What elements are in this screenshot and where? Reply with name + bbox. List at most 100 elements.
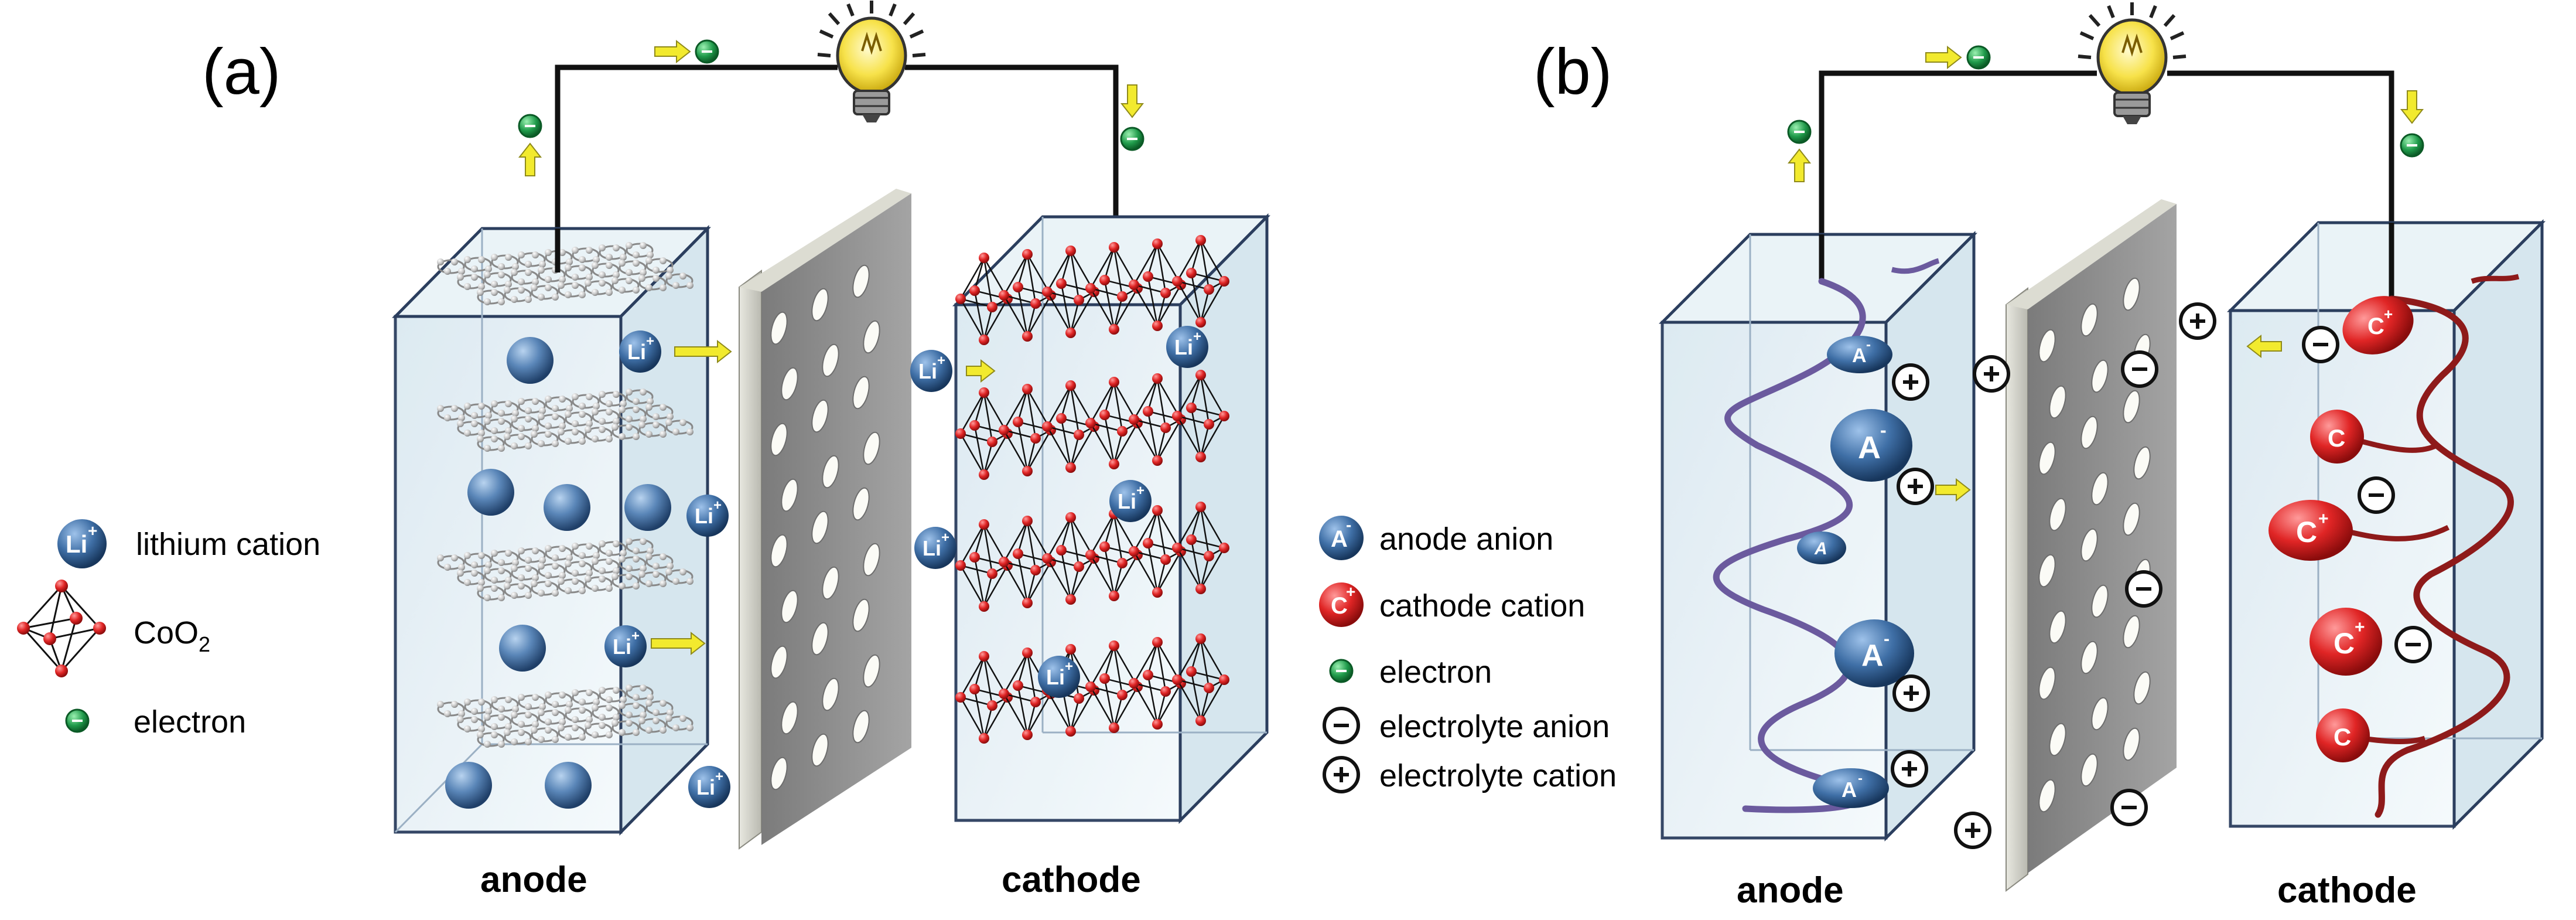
anode-polymer-chain <box>1713 278 1867 813</box>
svg-text:-: - <box>1884 629 1890 649</box>
cathode-polymer-chain <box>2375 295 2514 818</box>
lithium-cation: Li+ <box>619 330 661 373</box>
flow-arrow-right-icon <box>654 39 691 64</box>
cathode-cation: C+ C C+ C+ C <box>2268 296 2414 762</box>
cathode-box-a <box>952 213 1270 824</box>
graphite-layers <box>437 242 693 748</box>
legend-b: A - anode anion C + cathode cation elect… <box>1319 516 1617 793</box>
flow-arrow-right-icon <box>674 339 732 364</box>
lithium-sphere <box>445 337 671 809</box>
svg-text:Li: Li <box>613 635 631 659</box>
svg-text:+: + <box>2318 509 2329 529</box>
lithium-cation: Li+ <box>914 527 956 569</box>
anode-anion: A- A- A A- A- <box>1797 336 1914 808</box>
svg-text:Li: Li <box>923 536 941 560</box>
electrolyte-anion <box>2394 626 2432 663</box>
svg-text:Li: Li <box>918 359 937 383</box>
electrolyte-cation <box>1892 363 1929 401</box>
cathode-cation-icon: C + <box>1319 582 1364 627</box>
svg-text:-: - <box>1880 420 1887 441</box>
svg-text:A: A <box>1842 778 1857 802</box>
electron-icon <box>1787 120 1812 144</box>
svg-text:C: C <box>1331 593 1348 619</box>
electrolyte-cation <box>1954 812 1991 849</box>
lithium-cation-icon: Li + <box>57 519 107 568</box>
electron-icon <box>1329 659 1354 683</box>
svg-text:Li: Li <box>695 504 713 528</box>
electron-icon <box>2400 133 2424 158</box>
svg-text:Li: Li <box>1118 489 1136 513</box>
svg-text:+: + <box>1065 659 1073 674</box>
anode-anion-icon: A - <box>1319 516 1364 560</box>
svg-text:Li: Li <box>1174 335 1193 359</box>
legend-item-label: CoO2 <box>134 615 210 656</box>
flow-arrow-right-icon <box>966 359 996 383</box>
electrolyte-cation <box>1892 674 1930 712</box>
electrolyte-cation <box>1891 750 1928 788</box>
electrolyte-anion-icon <box>1323 707 1360 744</box>
svg-text:+: + <box>1346 582 1355 601</box>
coo2-octahedron-icon <box>17 580 106 677</box>
svg-text:C: C <box>2296 516 2317 548</box>
electron-icon <box>1966 45 1991 70</box>
cathode-label-a: cathode <box>1002 860 1141 900</box>
svg-text:-: - <box>1858 771 1863 786</box>
svg-text:C: C <box>2334 723 2351 751</box>
electrolyte-anion <box>2302 326 2339 363</box>
legend-item-label: anode anion <box>1379 522 1553 557</box>
svg-text:A: A <box>1331 526 1348 552</box>
separator-pores <box>770 264 880 790</box>
separator-membrane-b <box>2006 199 2177 892</box>
cathode-label-b: cathode <box>2277 870 2417 911</box>
lithium-cation: Li+ <box>1166 326 1208 368</box>
lithium-cation: Li+ <box>686 495 729 537</box>
lithium-cation: Li+ <box>604 625 647 667</box>
electrolyte-cation <box>1973 355 2010 393</box>
electron-icon <box>1120 127 1144 151</box>
svg-text:+: + <box>88 522 97 540</box>
svg-text:A: A <box>1861 639 1884 673</box>
electrolyte-ions <box>1891 302 2432 849</box>
svg-text:C: C <box>2367 314 2384 339</box>
legend-item-label: cathode cation <box>1379 588 1585 623</box>
electrolyte-anion <box>2358 476 2395 514</box>
svg-text:C: C <box>2328 424 2345 452</box>
svg-text:+: + <box>2355 618 2365 637</box>
svg-text:+: + <box>1136 483 1144 499</box>
svg-text:+: + <box>713 498 722 513</box>
anode-box-b: A- A- A A- A- <box>1658 230 1978 842</box>
electrolyte-cation <box>2179 302 2216 340</box>
svg-text:A: A <box>1814 539 1827 558</box>
electrolyte-cation <box>1897 468 1934 505</box>
electron-icon <box>65 708 90 733</box>
lithium-cation: Li+ <box>910 350 952 392</box>
flow-arrow-right-icon <box>1925 45 1962 70</box>
svg-text:+: + <box>631 628 640 644</box>
flow-arrow-down-icon <box>2400 90 2424 124</box>
panel-a-label: (a) <box>202 36 281 108</box>
separator-membrane-a <box>739 189 911 850</box>
svg-text:+: + <box>941 530 949 546</box>
svg-text:+: + <box>937 353 945 369</box>
electrolyte-anion <box>2110 789 2148 826</box>
anode-label-b: anode <box>1737 870 1844 911</box>
anode-box-a <box>392 224 711 836</box>
lithium-cation: Li+ <box>1109 480 1152 522</box>
svg-text:-: - <box>1866 337 1871 353</box>
flow-arrow-left-icon <box>2246 334 2282 359</box>
flow-arrow-right-icon <box>1935 478 1971 502</box>
lithium-cation: Li+ <box>1038 656 1080 698</box>
legend-a: Li + lithium cation CoO2 electron <box>17 519 320 740</box>
panel-a-circuit-wire-right <box>905 64 1119 275</box>
electrolyte-anion <box>2121 350 2158 388</box>
svg-text:+: + <box>2384 305 2393 323</box>
legend-item-label: lithium cation <box>136 527 320 562</box>
svg-text:+: + <box>715 769 723 785</box>
svg-text:Li: Li <box>1046 665 1065 689</box>
legend-item-label: electrolyte anion <box>1379 709 1610 744</box>
svg-text:A: A <box>1858 430 1881 465</box>
electron-icon <box>695 39 719 64</box>
svg-text:-: - <box>1346 516 1351 534</box>
svg-text:Li: Li <box>66 530 87 558</box>
